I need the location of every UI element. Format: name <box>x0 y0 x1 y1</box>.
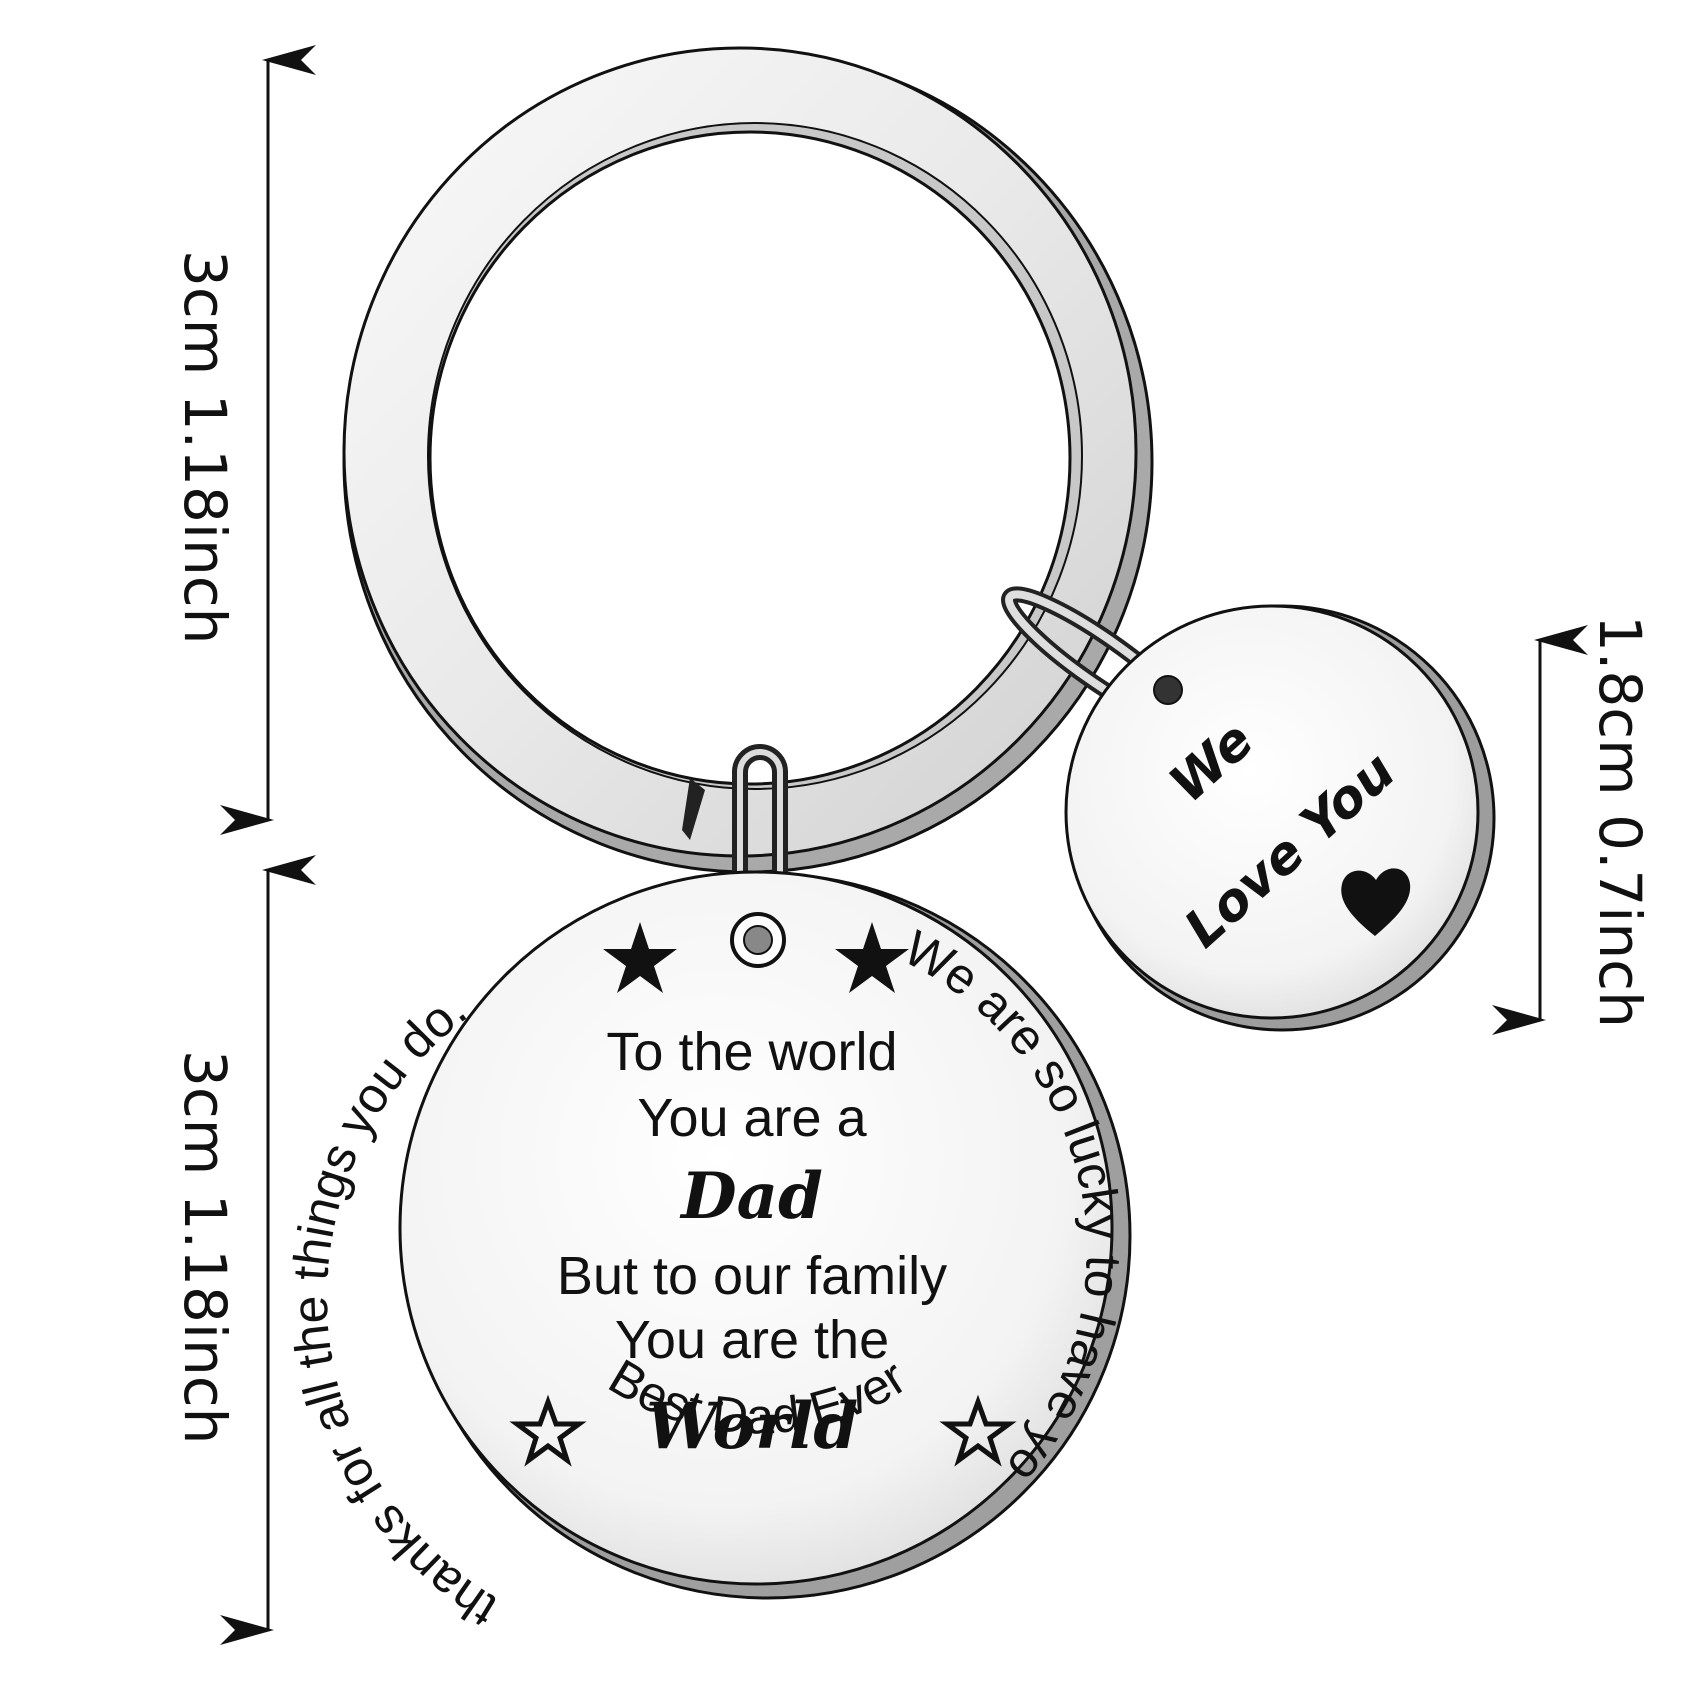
key-ring <box>342 46 1154 874</box>
pendant-line-4: But to our family <box>557 1246 947 1306</box>
dimension-pendant: 3cm 1.18inch <box>171 855 316 1645</box>
dimension-label-ring: 3cm 1.18inch <box>171 250 239 644</box>
star-icon <box>835 922 909 993</box>
star-icon <box>939 1394 1017 1467</box>
love-tag: We Love You <box>1064 604 1496 1032</box>
heart-icon <box>1341 868 1411 936</box>
dimension-label-tag: 1.8cm 0.7inch <box>1586 615 1654 1028</box>
pendant-line-5: You are the <box>615 1310 889 1370</box>
dimension-tag: 1.8cm 0.7inch <box>1492 615 1654 1035</box>
pendant-line-2: You are a <box>637 1088 867 1148</box>
dimension-ring: 3cm 1.18inch <box>171 44 316 835</box>
star-icon <box>603 922 677 993</box>
star-icon <box>509 1394 587 1467</box>
pendant-line-3: Dad <box>679 1159 823 1234</box>
pendant-line-6: World <box>646 1389 858 1464</box>
dimension-label-pendant: 3cm 1.18inch <box>171 1050 239 1444</box>
pendant-line-1: To the world <box>606 1022 897 1082</box>
